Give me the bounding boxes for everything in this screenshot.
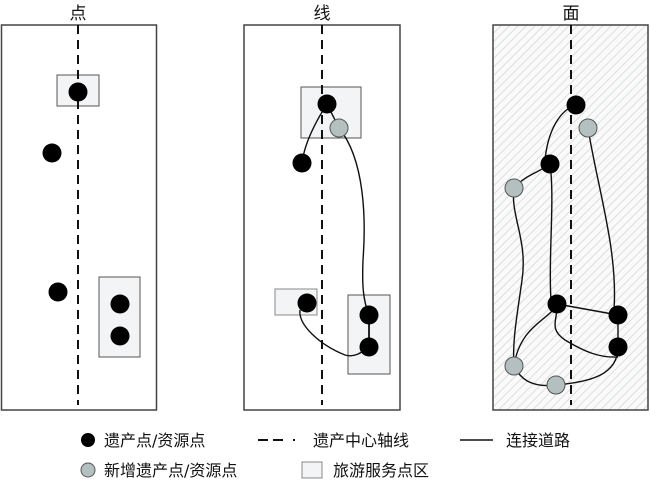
heritage-point xyxy=(359,337,379,357)
connecting-road xyxy=(554,303,619,358)
legend-item-new-point: 新增遗产点/资源点 xyxy=(80,461,237,480)
heritage-point xyxy=(608,305,628,325)
legend-item-service-area: 旅游服务点区 xyxy=(301,461,429,480)
heritage-point xyxy=(566,95,586,115)
panel-line: 线 xyxy=(243,4,401,411)
heritage-point xyxy=(608,337,628,357)
connecting-road xyxy=(338,127,370,316)
legend-label: 新增遗产点/资源点 xyxy=(104,461,237,480)
legend: 遗产点/资源点 遗产中心轴线 连接道路 新增遗产点/资源点 旅游服务点区 xyxy=(80,431,570,480)
service-area-icon xyxy=(301,461,323,479)
panel-title-area: 面 xyxy=(563,4,580,24)
heritage-point xyxy=(540,154,560,174)
connecting-road xyxy=(556,303,619,316)
heritage-point xyxy=(110,294,130,314)
panel-title-line: 线 xyxy=(314,4,331,24)
connecting-road xyxy=(587,127,616,311)
new-heritage-point xyxy=(329,118,349,138)
heritage-point-icon xyxy=(81,433,95,447)
connecting-road xyxy=(512,187,524,367)
legend-label: 旅游服务点区 xyxy=(333,461,429,480)
new-heritage-point xyxy=(504,178,524,198)
new-heritage-point xyxy=(504,356,524,376)
heritage-point xyxy=(292,153,312,173)
panel-point: 点 xyxy=(0,4,158,411)
legend-item-heritage-point: 遗产点/资源点 xyxy=(81,431,205,450)
service-area xyxy=(98,276,141,358)
heritage-point xyxy=(110,326,130,346)
heritage-point xyxy=(297,293,317,313)
heritage-point xyxy=(48,282,68,302)
new-heritage-point xyxy=(578,118,598,138)
legend-item-road: 连接道路 xyxy=(460,431,570,450)
legend-item-axis: 遗产中心轴线 xyxy=(258,431,409,450)
connecting-road xyxy=(549,163,553,301)
heritage-point xyxy=(547,294,567,314)
panel-title-point: 点 xyxy=(70,4,87,24)
new-point-icon xyxy=(80,462,96,478)
legend-label: 连接道路 xyxy=(506,431,570,450)
heritage-point xyxy=(359,305,379,325)
panel-area: 面 xyxy=(492,4,649,411)
heritage-point xyxy=(317,94,337,114)
legend-label: 遗产中心轴线 xyxy=(313,431,409,450)
legend-label: 遗产点/资源点 xyxy=(104,431,205,450)
heritage-point xyxy=(68,82,88,102)
heritage-point xyxy=(42,143,62,163)
new-heritage-point xyxy=(546,375,566,395)
